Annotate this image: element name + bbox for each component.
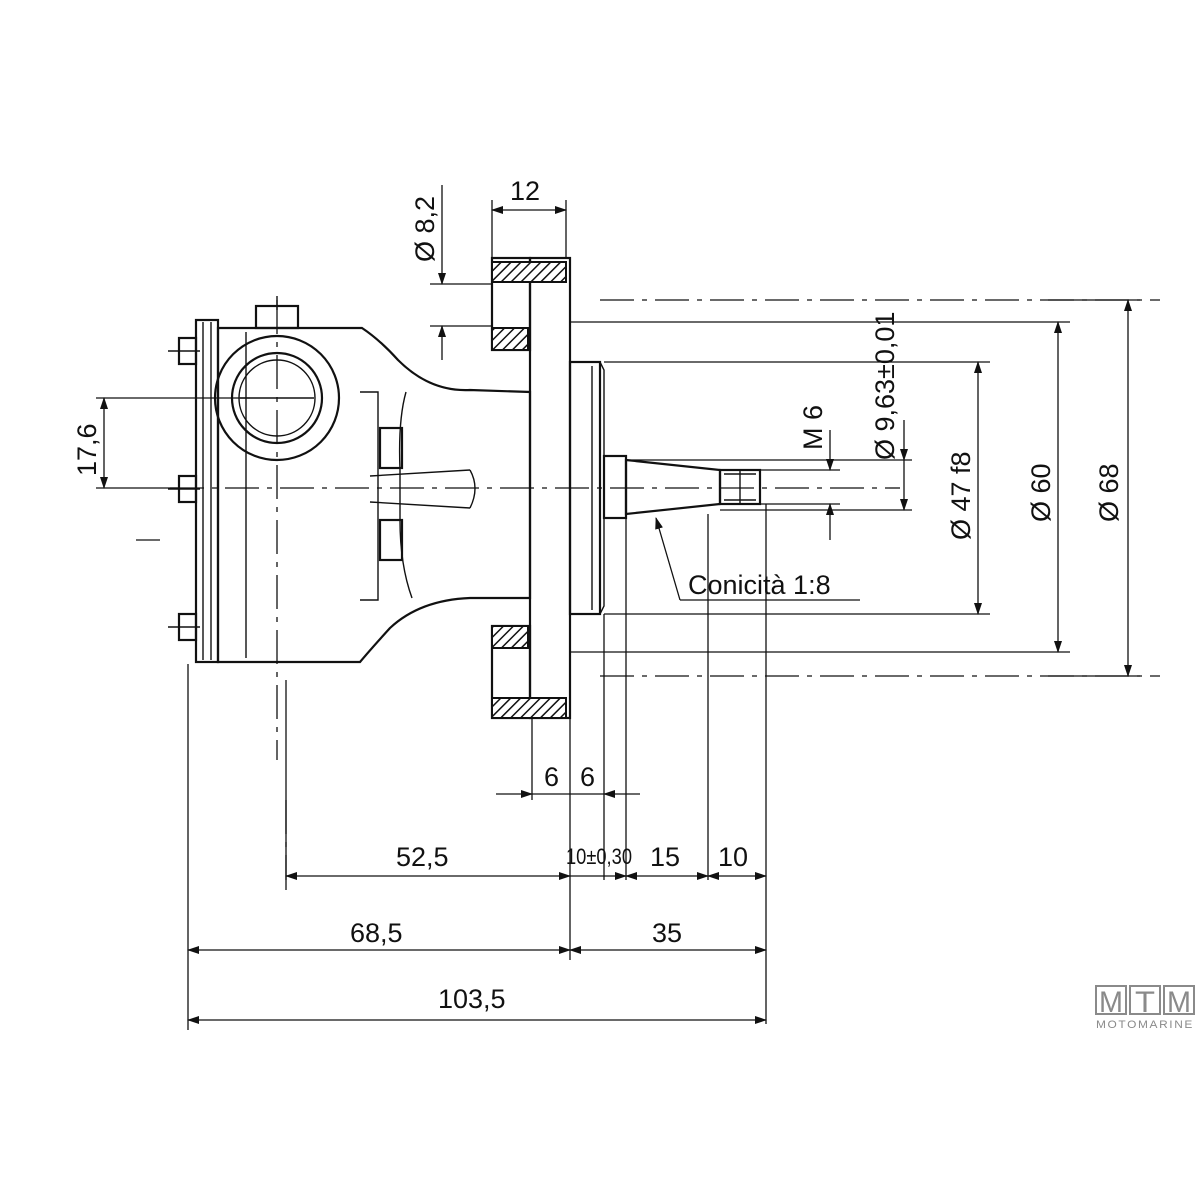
dimensions <box>96 185 1140 1030</box>
dim-shaft-diameter: Ø 9,63±0,01 <box>870 312 900 460</box>
taper-note: Conicità 1:8 <box>688 570 831 600</box>
logo-name: MOTOMARINE <box>1096 1019 1194 1031</box>
dim-shaft-tip: 10 <box>718 842 748 872</box>
dim-step-right: 6 <box>580 762 595 792</box>
logo-letter-3: M <box>1167 986 1191 1019</box>
dim-shaft-shoulder: 10±0,30 <box>566 844 632 869</box>
pump-body <box>168 296 532 664</box>
dim-flange-thickness: 12 <box>510 176 540 206</box>
dim-shaft-total: 35 <box>652 918 682 948</box>
dim-step-left: 6 <box>544 762 559 792</box>
dim-thread: M 6 <box>798 405 828 450</box>
dim-shaft-length: 15 <box>650 842 680 872</box>
dim-port-offset: 17,6 <box>72 423 102 476</box>
end-cover-plate <box>194 318 220 664</box>
logo-letter-1: M <box>1099 986 1123 1019</box>
dim-body-total: 68,5 <box>350 918 403 948</box>
drive-shaft <box>602 454 762 520</box>
dim-flange-diameter: Ø 68 <box>1094 463 1124 522</box>
tapered-shaft <box>624 458 722 516</box>
dim-overall-length: 103,5 <box>438 984 506 1014</box>
impeller-housing <box>216 326 532 664</box>
cover-screws <box>168 336 200 642</box>
logo-letter-2: T <box>1135 986 1155 1019</box>
dimension-labels: Ø 8,2 12 17,6 M 6 Ø 9,63±0,01 Ø 47 f8 Ø … <box>72 176 1124 1014</box>
dim-body-length: 52,5 <box>396 842 449 872</box>
dim-pilot-diameter: Ø 47 f8 <box>946 451 976 540</box>
motomarine-logo: M T M MOTOMARINE <box>1095 985 1195 1031</box>
dim-bore-diameter: Ø 8,2 <box>410 196 440 262</box>
center-lines <box>136 299 1160 880</box>
dim-bolt-circle: Ø 60 <box>1026 463 1056 522</box>
